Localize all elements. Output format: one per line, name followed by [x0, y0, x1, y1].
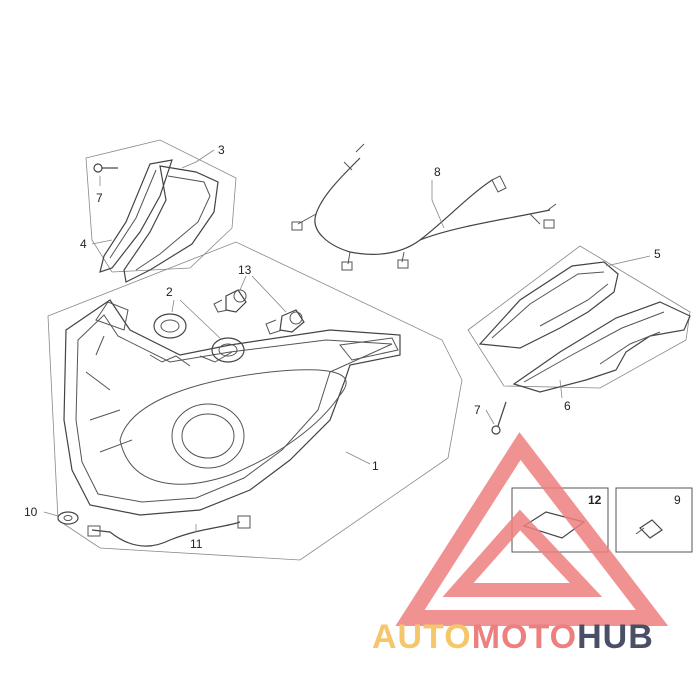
- cover-group-outline: [85, 139, 237, 273]
- bulb-upper: [213, 289, 247, 313]
- callout-13: 13: [238, 263, 252, 277]
- callout-8: 8: [434, 165, 441, 179]
- headlight-housing: [63, 299, 401, 516]
- watermark-moto: MOTO: [472, 618, 577, 656]
- callout-12: 12: [588, 493, 602, 507]
- callout-7-upper: 7: [96, 191, 103, 205]
- watermark-triangle-inner: [442, 509, 603, 597]
- callout-3: 3: [218, 143, 225, 157]
- grommet: [57, 511, 79, 525]
- trim-strip: [99, 159, 173, 273]
- watermark-triangle-outer: [395, 432, 669, 626]
- callout-labels: 1 2 3 4 5 6 7 7 8 9 10 11 12 13: [24, 143, 681, 551]
- callout-4: 4: [80, 237, 87, 251]
- callout-7-lower: 7: [474, 403, 481, 417]
- screw-lower: [491, 401, 507, 435]
- watermark-hub: HUB: [577, 618, 654, 656]
- bulb-ring-upper: [153, 313, 187, 339]
- callout-11: 11: [190, 537, 203, 551]
- callout-2: 2: [166, 285, 173, 299]
- callout-10: 10: [24, 505, 38, 519]
- upper-fairing: [478, 261, 619, 349]
- side-cover: [123, 165, 219, 283]
- callout-6: 6: [564, 399, 571, 413]
- callout-9: 9: [674, 493, 681, 507]
- callout-1: 1: [372, 459, 379, 473]
- inset-box-part-9: [615, 487, 693, 553]
- watermark-logo: [395, 432, 669, 626]
- watermark-auto: AUTO: [372, 618, 472, 656]
- sidelight-cable: [87, 515, 251, 547]
- lower-fairing: [512, 301, 691, 393]
- watermark-wordmark: AUTOMOTOHUB: [372, 618, 654, 656]
- fairing-group-outline: [467, 245, 691, 389]
- bulb-lower: [265, 309, 305, 335]
- bulb-ring-lower: [211, 337, 245, 363]
- wiring-harness: [291, 143, 557, 271]
- callout-5: 5: [654, 247, 661, 261]
- headlight-group-outline: [47, 241, 463, 561]
- leader-lines: [43, 149, 651, 532]
- screw-upper: [93, 163, 118, 173]
